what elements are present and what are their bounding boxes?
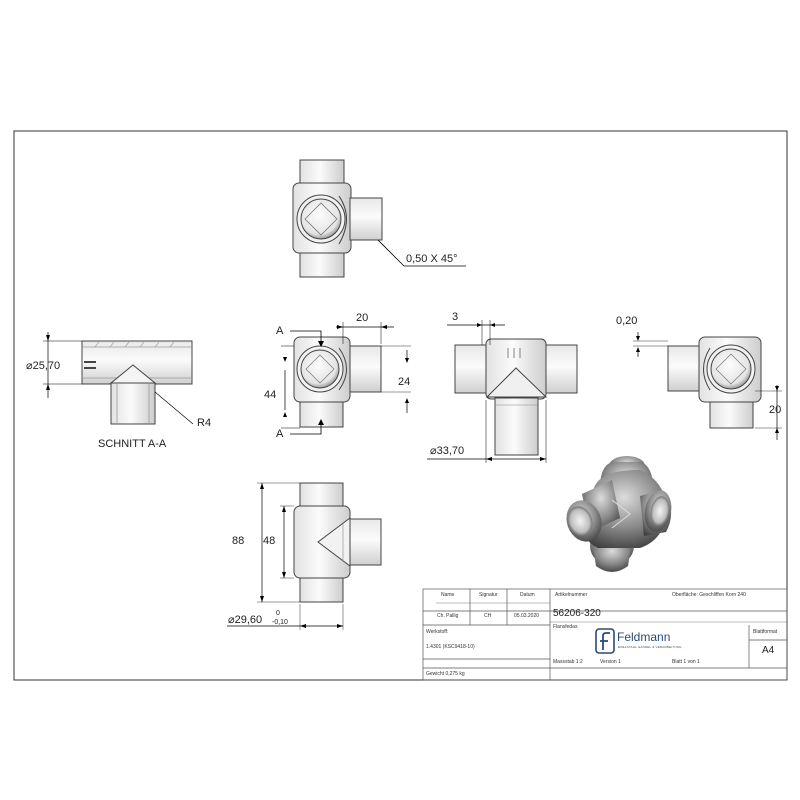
tb-signature: CH xyxy=(484,613,492,619)
side-view xyxy=(427,320,578,463)
tb-surface-value: Geschliffen Korn 240 xyxy=(699,592,746,598)
section-branch xyxy=(110,382,156,425)
tb-header-surface: Oberfläche: Geschliffen Korn 240 xyxy=(672,592,746,598)
tb-material: 1.4301 (KSC9418-10) xyxy=(426,644,475,650)
bottom-view-upper-stub xyxy=(299,482,344,509)
side-view-branch xyxy=(494,397,539,456)
bottom-view-right-stub xyxy=(348,518,382,566)
tolerance-upper: 0 xyxy=(276,610,280,617)
tb-header-sheet-format: Blattformat xyxy=(753,629,778,635)
side-view-left-stub xyxy=(454,344,490,394)
section-marker-bottom: A xyxy=(276,428,284,440)
bottom-diameter-label: ⌀29,60 xyxy=(228,614,263,626)
side-diameter-label: ⌀33,70 xyxy=(430,445,465,457)
right-view-bore xyxy=(710,348,752,390)
bottom-view-lower-stub xyxy=(299,575,344,603)
right-offset-label: 0,20 xyxy=(616,315,638,327)
tb-header-signature: Signatur xyxy=(479,592,498,598)
section-diameter-label: ⌀25,70 xyxy=(26,360,61,372)
front-height-label: 44 xyxy=(264,389,277,401)
front-width-label: 20 xyxy=(356,312,369,324)
right-view-left-stub xyxy=(667,345,703,392)
diameter-symbol: ⌀ xyxy=(430,445,437,457)
tb-weight: Gewicht 0,275 kg xyxy=(426,671,465,677)
section-title: SCHNITT A-A xyxy=(98,438,167,450)
bottom-view xyxy=(227,482,382,630)
top-view-lower-stub xyxy=(299,251,345,278)
top-view xyxy=(292,159,466,278)
bottom-overall-label: 88 xyxy=(232,535,245,547)
tb-version: Version 1 xyxy=(600,659,621,665)
top-view-upper-stub xyxy=(299,159,345,185)
tb-header-date: Datum xyxy=(520,592,535,598)
tb-date: 05.03.2020 xyxy=(514,613,540,619)
tb-designation: Flansfedas xyxy=(553,624,578,630)
feldmann-logo xyxy=(595,628,615,654)
chamfer-label: 0,50 X 45° xyxy=(406,253,458,265)
isometric-render xyxy=(566,456,672,572)
bottom-half-label: 48 xyxy=(263,535,276,547)
section-marker-top: A xyxy=(276,325,284,337)
tolerance-lower: -0,10 xyxy=(272,619,288,626)
tb-sheet: Blatt 1 von 1 xyxy=(672,659,700,665)
top-view-right-stub xyxy=(349,197,383,241)
tb-format: A4 xyxy=(762,645,775,656)
side-wall-label: 3 xyxy=(452,311,459,323)
tb-scale: Massstab 1:2 xyxy=(553,659,583,665)
diameter-symbol: ⌀ xyxy=(26,360,33,372)
section-view xyxy=(43,332,194,425)
title-block xyxy=(422,588,788,681)
right-view xyxy=(633,332,782,440)
right-view-lower-stub xyxy=(709,397,754,429)
front-side-height-label: 24 xyxy=(398,376,411,388)
front-view-right-stub xyxy=(349,345,382,393)
tb-drawn-by: Ch. Pallig xyxy=(437,613,459,619)
diameter-symbol: ⌀ xyxy=(228,614,235,626)
sheet-frame xyxy=(13,130,788,681)
tb-header-name: Name xyxy=(441,592,455,598)
section-radius-label: R4 xyxy=(197,417,212,429)
logo-word: Feldmann xyxy=(617,630,671,644)
logo-tagline: EDELSTAHL HANDEL & VERARBEITUNG xyxy=(618,645,682,649)
front-view-bore xyxy=(300,349,340,389)
tb-header-article: Artikelnummer xyxy=(555,592,588,598)
tb-material-label: Werkstoff: xyxy=(426,629,449,635)
side-view-right-stub xyxy=(543,344,578,394)
right-length-label: 20 xyxy=(769,404,782,416)
front-view xyxy=(281,322,411,435)
top-view-bore xyxy=(300,198,342,240)
tb-article-number: 56206-320 xyxy=(553,608,601,619)
